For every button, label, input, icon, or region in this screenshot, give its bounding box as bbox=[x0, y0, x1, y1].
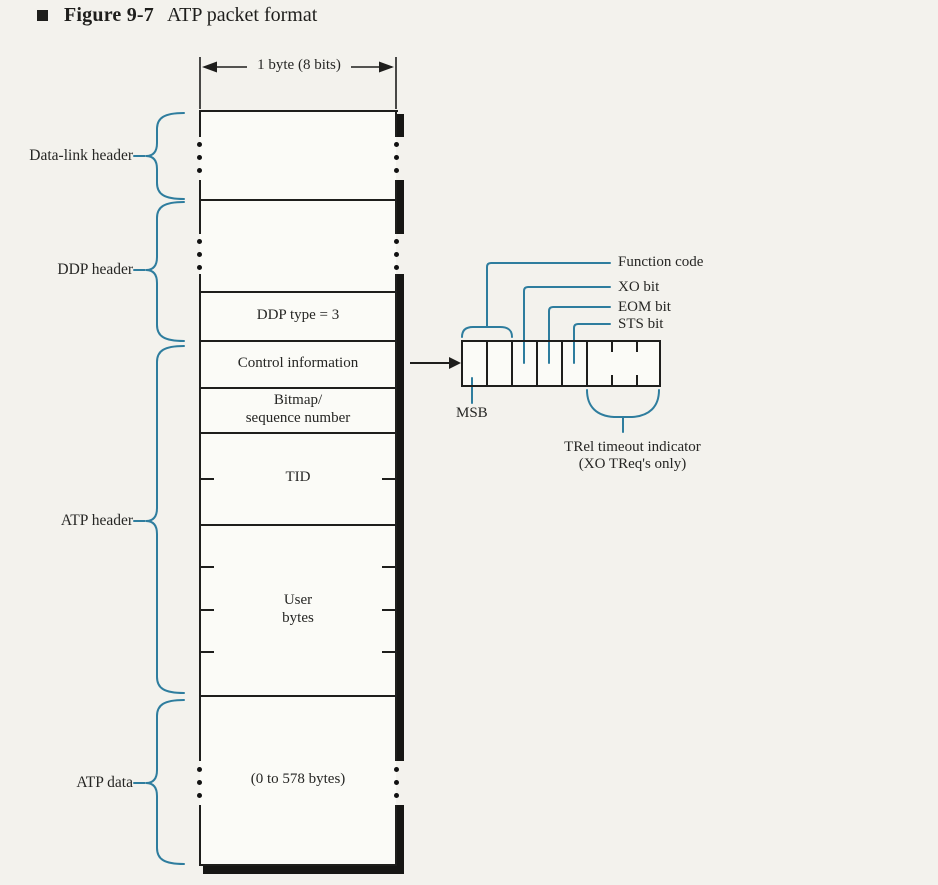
packet-left-edge-seg2 bbox=[199, 180, 201, 234]
ruler-label: 1 byte (8 bits) bbox=[257, 57, 341, 73]
shadow-right-seg4 bbox=[397, 805, 404, 874]
label-msb: MSB bbox=[456, 405, 488, 421]
ruler-arrowhead-right-icon bbox=[379, 61, 394, 73]
cell-user-bytes-line2: bytes bbox=[282, 609, 314, 626]
cell-user-bytes: User bytes bbox=[201, 524, 395, 695]
packet-line-tid-top bbox=[199, 432, 398, 434]
packet-line-ddptype-top bbox=[199, 291, 398, 293]
ellipsis-dot bbox=[197, 239, 202, 244]
label-function-code: Function code bbox=[618, 254, 704, 270]
packet-right-edge-seg1 bbox=[395, 110, 397, 137]
label-trel-line1: TRel timeout indicator bbox=[564, 439, 701, 455]
packet-left-edge-seg1 bbox=[199, 110, 201, 137]
packet-line-bitmap-top bbox=[199, 387, 398, 389]
ellipsis-dot bbox=[197, 780, 202, 785]
bit-divider-4 bbox=[561, 342, 563, 385]
bit-divider-2 bbox=[511, 342, 513, 385]
underbrace-trel bbox=[586, 389, 660, 418]
packet-right-edge-seg4 bbox=[395, 805, 397, 866]
ellipsis-dot bbox=[394, 793, 399, 798]
brace-atp-header bbox=[145, 345, 185, 694]
ellipsis-dot bbox=[394, 780, 399, 785]
overbrace-function-code bbox=[461, 326, 513, 338]
leader-function-code bbox=[486, 262, 611, 328]
ellipsis-dot bbox=[197, 252, 202, 257]
byte-tick bbox=[382, 651, 395, 653]
cell-bitmap-sequence: Bitmap/ sequence number bbox=[201, 387, 395, 432]
cell-bitmap-line2: sequence number bbox=[245, 409, 351, 426]
ellipsis-dot bbox=[394, 239, 399, 244]
ellipsis-dot bbox=[197, 265, 202, 270]
cell-ddp-type: DDP type = 3 bbox=[256, 306, 340, 323]
ellipsis-dot bbox=[197, 142, 202, 147]
detail-arrowhead-icon bbox=[449, 357, 461, 369]
packet-line-datalink-bottom bbox=[199, 199, 398, 201]
label-sts-bit: STS bit bbox=[618, 316, 664, 332]
ellipsis-dot bbox=[197, 767, 202, 772]
bit-partial-divider-bottom-7 bbox=[636, 375, 638, 385]
label-eom-bit: EOM bit bbox=[618, 299, 671, 315]
bit-divider-3 bbox=[536, 342, 538, 385]
bit-partial-divider-top-6 bbox=[611, 342, 613, 352]
label-datalink-header: Data-link header bbox=[29, 147, 133, 164]
label-trel-line2: (XO TReq's only) bbox=[578, 455, 687, 472]
byte-tick bbox=[382, 609, 395, 611]
brace-datalink-header bbox=[145, 112, 185, 200]
label-atp-header: ATP header bbox=[60, 512, 133, 529]
bit-partial-divider-bottom-6 bbox=[611, 375, 613, 385]
ellipsis-dot bbox=[394, 767, 399, 772]
ellipsis-dot bbox=[197, 168, 202, 173]
ruler-arrowhead-left-icon bbox=[202, 61, 217, 73]
figure-bullet-icon bbox=[37, 10, 48, 21]
shadow-right-seg3 bbox=[397, 274, 404, 761]
label-atp-data: ATP data bbox=[76, 774, 133, 791]
brace-ddp-header bbox=[145, 201, 185, 342]
bit-divider-1 bbox=[486, 342, 488, 385]
figure-number: Figure 9-7 bbox=[64, 4, 154, 26]
label-xo-bit: XO bit bbox=[618, 279, 660, 295]
cell-control-information: Control information bbox=[237, 354, 359, 371]
cell-user-bytes-line1: User bbox=[283, 592, 313, 609]
ellipsis-dot bbox=[394, 265, 399, 270]
byte-tick bbox=[201, 609, 214, 611]
packet-line-atpdata-top bbox=[199, 695, 398, 697]
byte-tick bbox=[382, 566, 395, 568]
ellipsis-dot bbox=[394, 168, 399, 173]
byte-tick bbox=[382, 478, 395, 480]
ellipsis-dot bbox=[197, 793, 202, 798]
packet-line-top bbox=[199, 110, 398, 112]
shadow-right-seg2 bbox=[397, 180, 404, 234]
ellipsis-dot bbox=[197, 155, 202, 160]
cell-atp-data-size: (0 to 578 bytes) bbox=[250, 771, 346, 788]
byte-tick bbox=[201, 651, 214, 653]
ellipsis-dot bbox=[394, 252, 399, 257]
shadow-bottom-bar bbox=[203, 866, 404, 874]
packet-column-background bbox=[200, 111, 396, 865]
packet-left-edge-seg3 bbox=[199, 274, 201, 761]
byte-tick bbox=[201, 566, 214, 568]
packet-line-bottom bbox=[199, 864, 398, 866]
bit-divider-5 bbox=[586, 342, 588, 385]
label-ddp-header: DDP header bbox=[57, 261, 133, 278]
bit-box bbox=[461, 340, 661, 387]
packet-right-edge-seg2 bbox=[395, 180, 397, 234]
packet-line-control-top bbox=[199, 340, 398, 342]
packet-right-edge-seg3 bbox=[395, 274, 397, 761]
packet-line-userbytes-top bbox=[199, 524, 398, 526]
figure-title: Figure 9-7 ATP packet format bbox=[37, 4, 317, 27]
bit-partial-divider-top-7 bbox=[636, 342, 638, 352]
ellipsis-dot bbox=[394, 142, 399, 147]
label-trel-timeout: TRel timeout indicator (XO TReq's only) bbox=[540, 439, 725, 473]
brace-atp-data bbox=[145, 699, 185, 865]
packet-left-edge-seg4 bbox=[199, 805, 201, 866]
cell-tid: TID bbox=[285, 469, 311, 486]
ellipsis-dot bbox=[394, 155, 399, 160]
figure-caption: ATP packet format bbox=[166, 4, 318, 26]
byte-tick bbox=[201, 478, 214, 480]
shadow-right-seg1 bbox=[397, 114, 404, 137]
cell-bitmap-line1: Bitmap/ bbox=[273, 392, 323, 409]
